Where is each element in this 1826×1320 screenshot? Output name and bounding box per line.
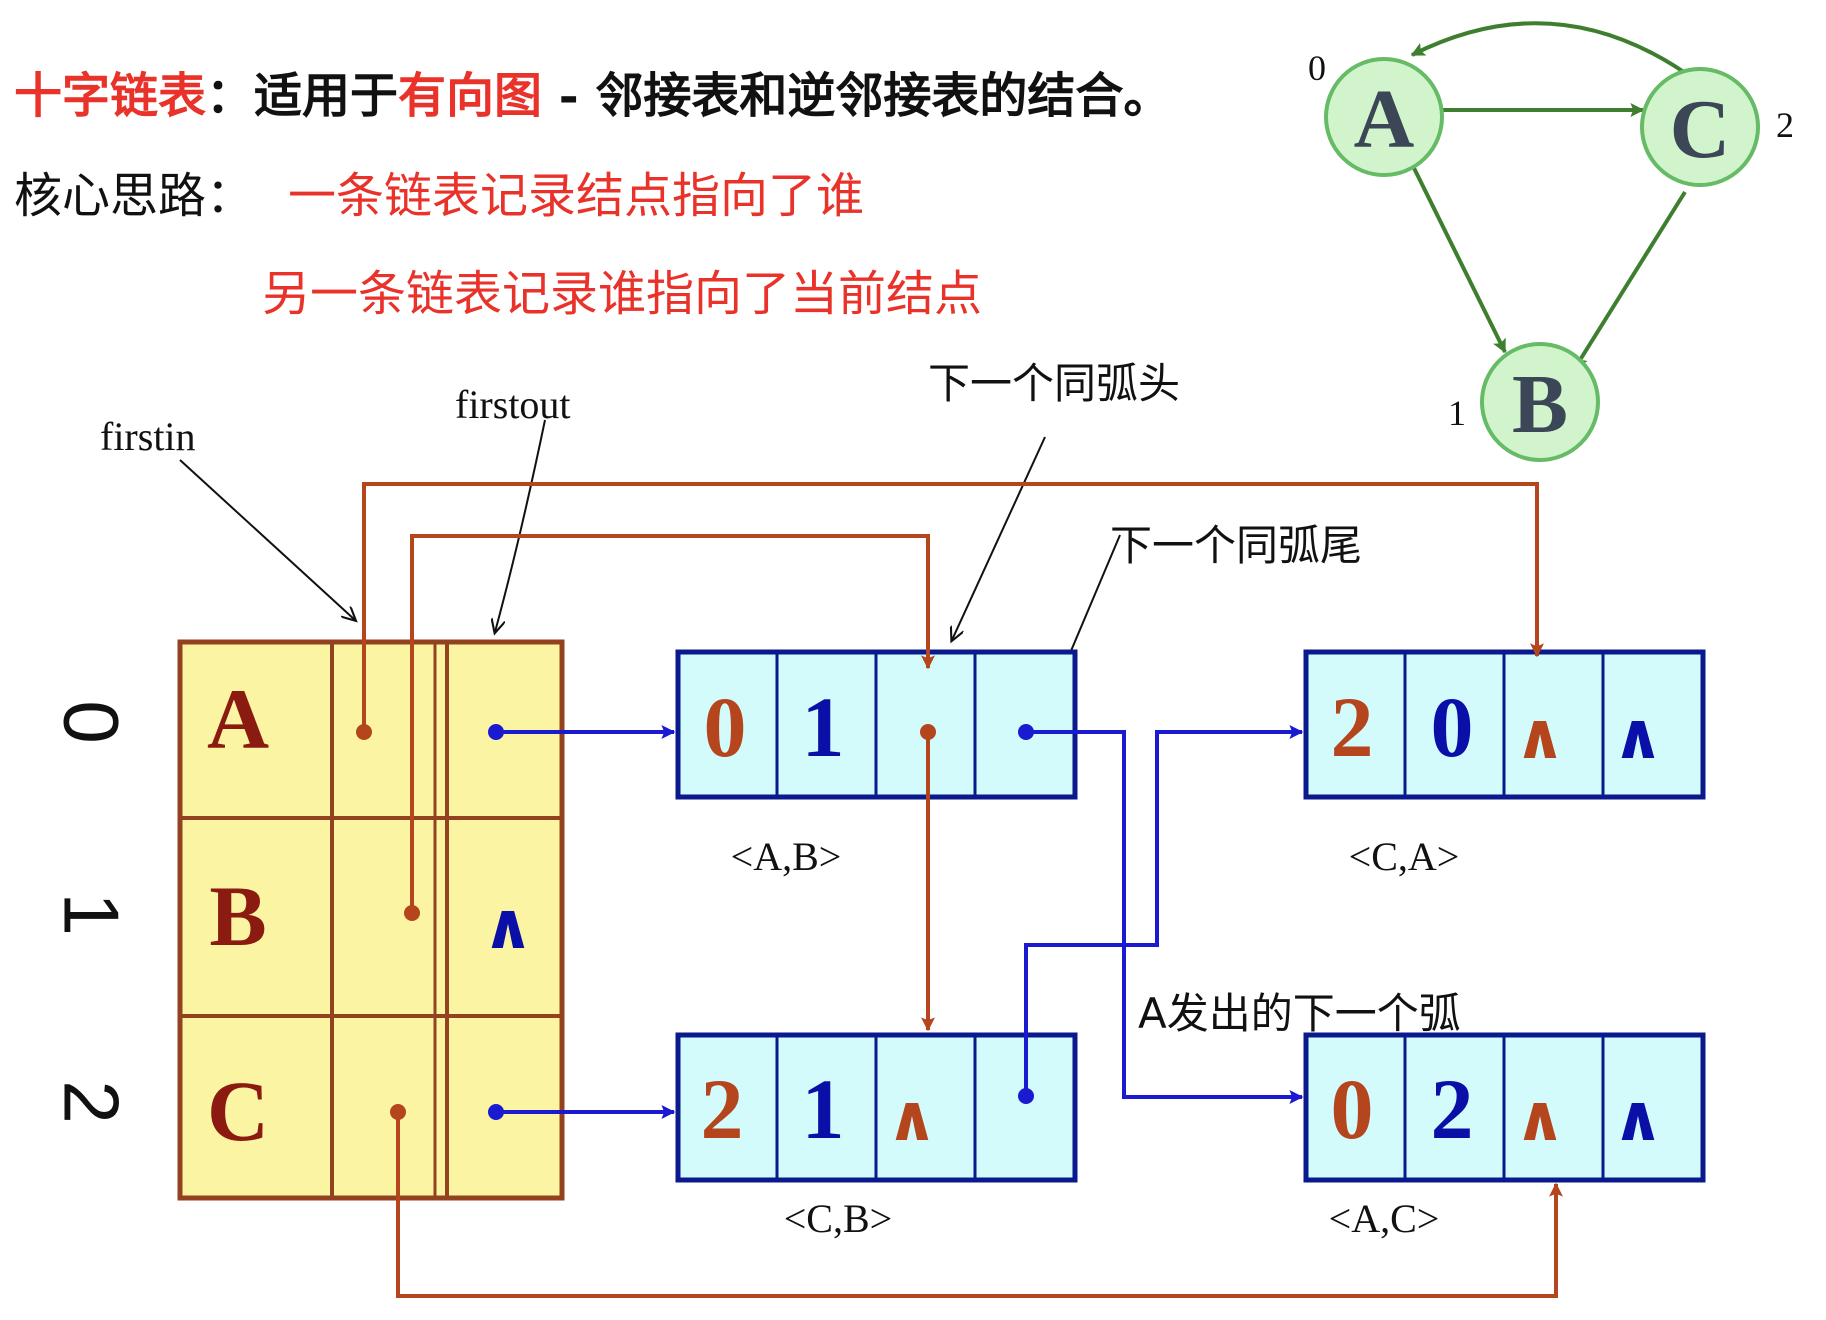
heading-colon: ： <box>206 68 254 124</box>
pointer-ab-tlink <box>1026 730 1304 1104</box>
arc-node-ac: 0 2 ∧ ∧ <A,C> <box>1303 1032 1706 1241</box>
firstin-pointers <box>356 482 1563 1298</box>
arc-ca-tlink-null: ∧ <box>1612 700 1664 774</box>
arc-cb-head: 1 <box>802 1061 845 1157</box>
arc-cb-label: <C,B> <box>784 1196 892 1241</box>
dot-c-firstin <box>390 1104 406 1120</box>
heading-term: 十字链表 <box>14 68 206 124</box>
vertex-name-a: A <box>207 671 269 767</box>
annotation-next-same-head: 下一个同弧头 <box>928 359 1180 408</box>
graph-node-a-label: A <box>1354 73 1415 166</box>
arc-node-cb: 2 1 ∧ <C,B> <box>675 1032 1078 1241</box>
pointer-next-same-head <box>952 436 1046 640</box>
arc-ac-head: 2 <box>1431 1061 1474 1157</box>
arc-ab-label: <A,B> <box>731 834 842 879</box>
arc-ca-head: 0 <box>1431 679 1474 775</box>
directed-graph: A 0 C 2 B 1 <box>1308 21 1794 462</box>
vertex-index-0: 0 <box>47 700 135 743</box>
vertex-b-firstout-null: ∧ <box>482 890 534 964</box>
graph-node-a-index: 0 <box>1308 48 1326 88</box>
annotation-a-next-arc: A发出的下一个弧 <box>1138 989 1461 1038</box>
arc-ac-label: <A,C> <box>1329 1196 1440 1241</box>
dot-a-firstin <box>356 724 372 740</box>
graph-node-c-index: 2 <box>1776 105 1794 145</box>
graph-node-b <box>1480 342 1600 462</box>
arc-ac-tail: 0 <box>1331 1061 1374 1157</box>
vertex-index-1: 1 <box>47 892 135 935</box>
arc-ca-tail: 2 <box>1331 679 1374 775</box>
heading: 十字链表：适用于有向图 - 邻接表和逆邻接表的结合。 <box>14 68 1171 124</box>
edge-c-to-b <box>1573 190 1687 370</box>
annotation-firstin: firstin <box>100 414 196 459</box>
heading-part1: 适用于 <box>254 68 398 124</box>
arc-node-ab: 0 1 <A,B> <box>675 649 1078 879</box>
arc-ac-tlink-null: ∧ <box>1612 1082 1664 1156</box>
arc-ca-hlink-null: ∧ <box>1514 700 1566 774</box>
graph-node-b-label: B <box>1512 358 1568 451</box>
graph-node-c <box>1640 67 1760 187</box>
arc-ac-hlink-null: ∧ <box>1514 1082 1566 1156</box>
arc-ab-tail: 0 <box>704 679 747 775</box>
dot-c-firstout <box>488 1104 504 1120</box>
pointer-c-firstin <box>396 1112 1563 1298</box>
arc-cb-tail: 2 <box>701 1061 744 1157</box>
dot-a-firstout <box>488 724 504 740</box>
dot-ab-hlink <box>920 724 936 740</box>
heading-part2: - 邻接表和逆邻接表的结合。 <box>542 68 1171 124</box>
core-idea-line1: 一条链表记录结点指向了谁 <box>288 168 864 224</box>
vertex-name-b: B <box>209 868 266 964</box>
graph-node-a <box>1324 57 1444 177</box>
arc-ab-head: 1 <box>802 679 845 775</box>
core-idea-label: 核心思路： <box>14 168 254 224</box>
dot-b-firstin <box>404 905 420 921</box>
annotation-next-same-tail: 下一个同弧尾 <box>1110 521 1362 570</box>
graph-node-b-index: 1 <box>1448 393 1466 433</box>
firstout-pointers <box>488 724 1304 1120</box>
graph-node-c-label: C <box>1670 83 1731 176</box>
edge-a-to-b <box>1408 159 1507 354</box>
dot-cb-tlink <box>1018 1088 1034 1104</box>
pointer-cb-tlink <box>1024 725 1304 1096</box>
edge-c-to-a <box>1410 21 1700 84</box>
arc-node-ca: 2 0 ∧ ∧ <C,A> <box>1303 649 1706 879</box>
core-idea-line2: 另一条链表记录谁指向了当前结点 <box>262 266 982 322</box>
pointer-a-firstin <box>362 482 1544 730</box>
pointer-firstout <box>495 419 546 632</box>
annotation-firstout: firstout <box>455 382 571 427</box>
vertex-table: A B C ∧ <box>177 639 565 1201</box>
heading-highlight: 有向图 <box>398 68 542 124</box>
arc-cb-hlink-null: ∧ <box>886 1082 938 1156</box>
vertex-name-c: C <box>207 1063 269 1159</box>
dot-ab-tlink <box>1018 724 1034 740</box>
arc-ca-label: <C,A> <box>1349 834 1460 879</box>
pointer-firstin <box>179 459 355 620</box>
pointer-b-firstin <box>410 534 935 912</box>
vertex-index-2: 2 <box>47 1080 135 1123</box>
